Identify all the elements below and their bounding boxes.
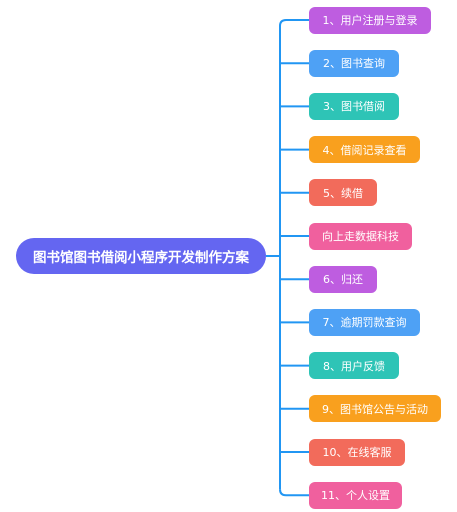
branch-node-library-announcements[interactable]: 9、图书馆公告与活动 bbox=[309, 395, 441, 423]
branch-label: 11、个人设置 bbox=[321, 489, 390, 503]
branch-label: 3、图书借阅 bbox=[323, 100, 385, 114]
root-node-label: 图书馆图书借阅小程序开发制作方案 bbox=[33, 250, 249, 266]
branch-node-renewal[interactable]: 5、续借 bbox=[309, 179, 377, 207]
branch-label: 6、归还 bbox=[323, 273, 363, 287]
branch-label: 7、逾期罚款查询 bbox=[322, 316, 407, 330]
branch-node-personal-settings[interactable]: 11、个人设置 bbox=[309, 481, 402, 509]
branch-node-return[interactable]: 6、归还 bbox=[309, 265, 377, 293]
branch-connector bbox=[279, 19, 309, 27]
branch-label: 4、借阅记录查看 bbox=[322, 143, 407, 157]
branch-node-book-borrowing[interactable]: 3、图书借阅 bbox=[309, 92, 399, 120]
branch-label: 8、用户反馈 bbox=[323, 359, 385, 373]
branch-label: 向上走数据科技 bbox=[322, 230, 399, 243]
branch-label: 2、图书查询 bbox=[323, 57, 385, 71]
branch-label: 10、在线客服 bbox=[322, 446, 392, 459]
branch-node-borrow-records[interactable]: 4、借阅记录查看 bbox=[309, 136, 420, 164]
branch-node-book-search[interactable]: 2、图书查询 bbox=[309, 49, 399, 77]
branch-node-user-registration-login[interactable]: 1、用户注册与登录 bbox=[309, 6, 431, 34]
branch-label: 9、图书馆公告与活动 bbox=[322, 402, 428, 416]
branch-node-overdue-fine-query[interactable]: 7、逾期罚款查询 bbox=[309, 308, 420, 336]
branch-label: 5、续借 bbox=[323, 186, 363, 200]
root-node[interactable]: 图书馆图书借阅小程序开发制作方案 bbox=[16, 238, 266, 274]
branch-node-company-watermark[interactable]: 向上走数据科技 bbox=[309, 222, 412, 250]
branch-label: 1、用户注册与登录 bbox=[322, 14, 418, 27]
branch-connector bbox=[279, 489, 309, 497]
branch-node-online-support[interactable]: 10、在线客服 bbox=[309, 438, 405, 466]
branch-node-user-feedback[interactable]: 8、用户反馈 bbox=[309, 352, 399, 380]
